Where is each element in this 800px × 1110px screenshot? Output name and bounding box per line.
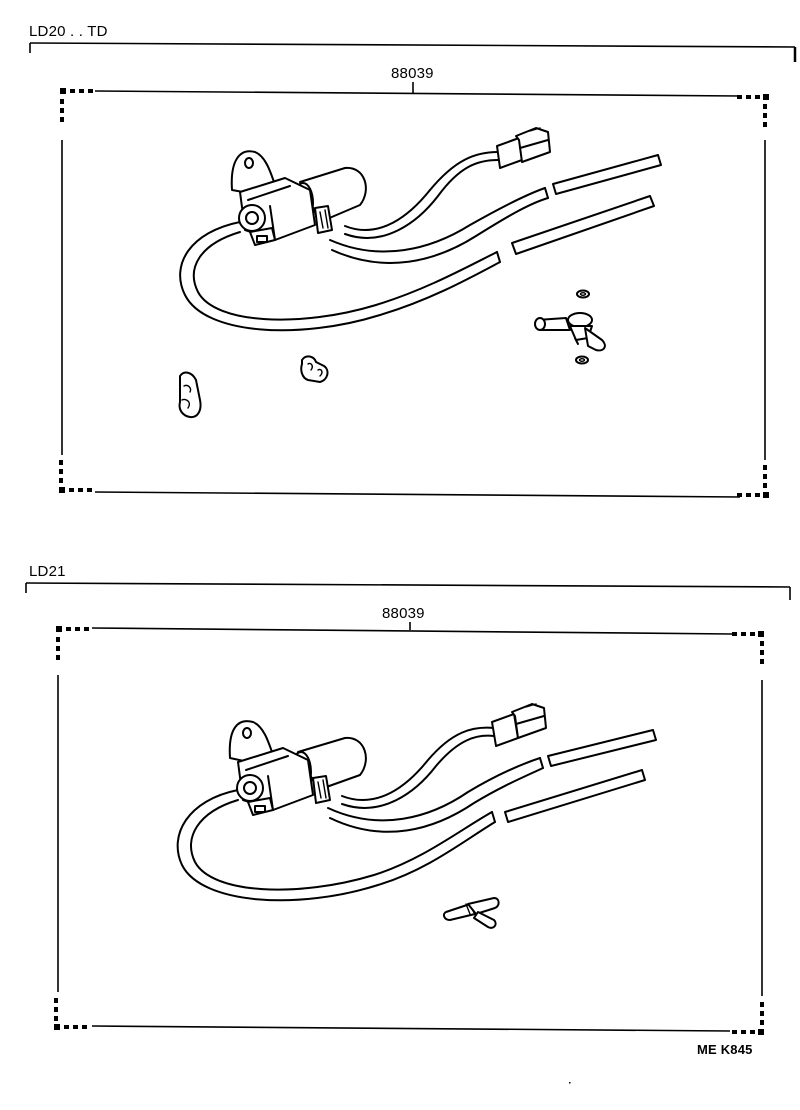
kit-frame-top	[59, 88, 769, 498]
vacuum-hose-upper[interactable]	[329, 154, 662, 264]
connector[interactable]	[496, 127, 551, 169]
gasket-top[interactable]	[576, 289, 590, 299]
vacuum-hose-loop[interactable]	[179, 195, 655, 332]
wire-harness[interactable]	[341, 726, 495, 809]
section-ld21	[25, 582, 791, 1035]
gasket-bottom[interactable]	[575, 355, 589, 365]
wire-harness[interactable]	[344, 151, 499, 239]
kit-frame-bottom	[54, 626, 764, 1035]
part-number-88039-bottom[interactable]: 88039	[382, 605, 425, 622]
vacuum-fitting[interactable]	[534, 312, 606, 352]
vacuum-switching-valve[interactable]	[230, 150, 367, 246]
hose-clamp-left[interactable]	[178, 371, 202, 419]
vacuum-switching-valve[interactable]	[228, 720, 367, 816]
speck	[569, 1082, 571, 1084]
vacuum-hose-loop[interactable]	[176, 769, 646, 902]
section-label-ld20-td: LD20 . . TD	[29, 23, 108, 40]
vacuum-hose-upper[interactable]	[327, 729, 657, 833]
hose-clamp-right[interactable]	[300, 355, 329, 383]
section-label-ld21: LD21	[29, 563, 66, 580]
applicability-bracket-top	[29, 42, 797, 62]
section-ld20-td	[29, 42, 797, 498]
connector[interactable]	[491, 703, 547, 747]
applicability-bracket-bottom	[25, 582, 791, 600]
part-number-88039-top[interactable]: 88039	[391, 65, 434, 82]
drawing-code: ME K845	[697, 1042, 753, 1057]
y-joint[interactable]	[442, 897, 500, 929]
